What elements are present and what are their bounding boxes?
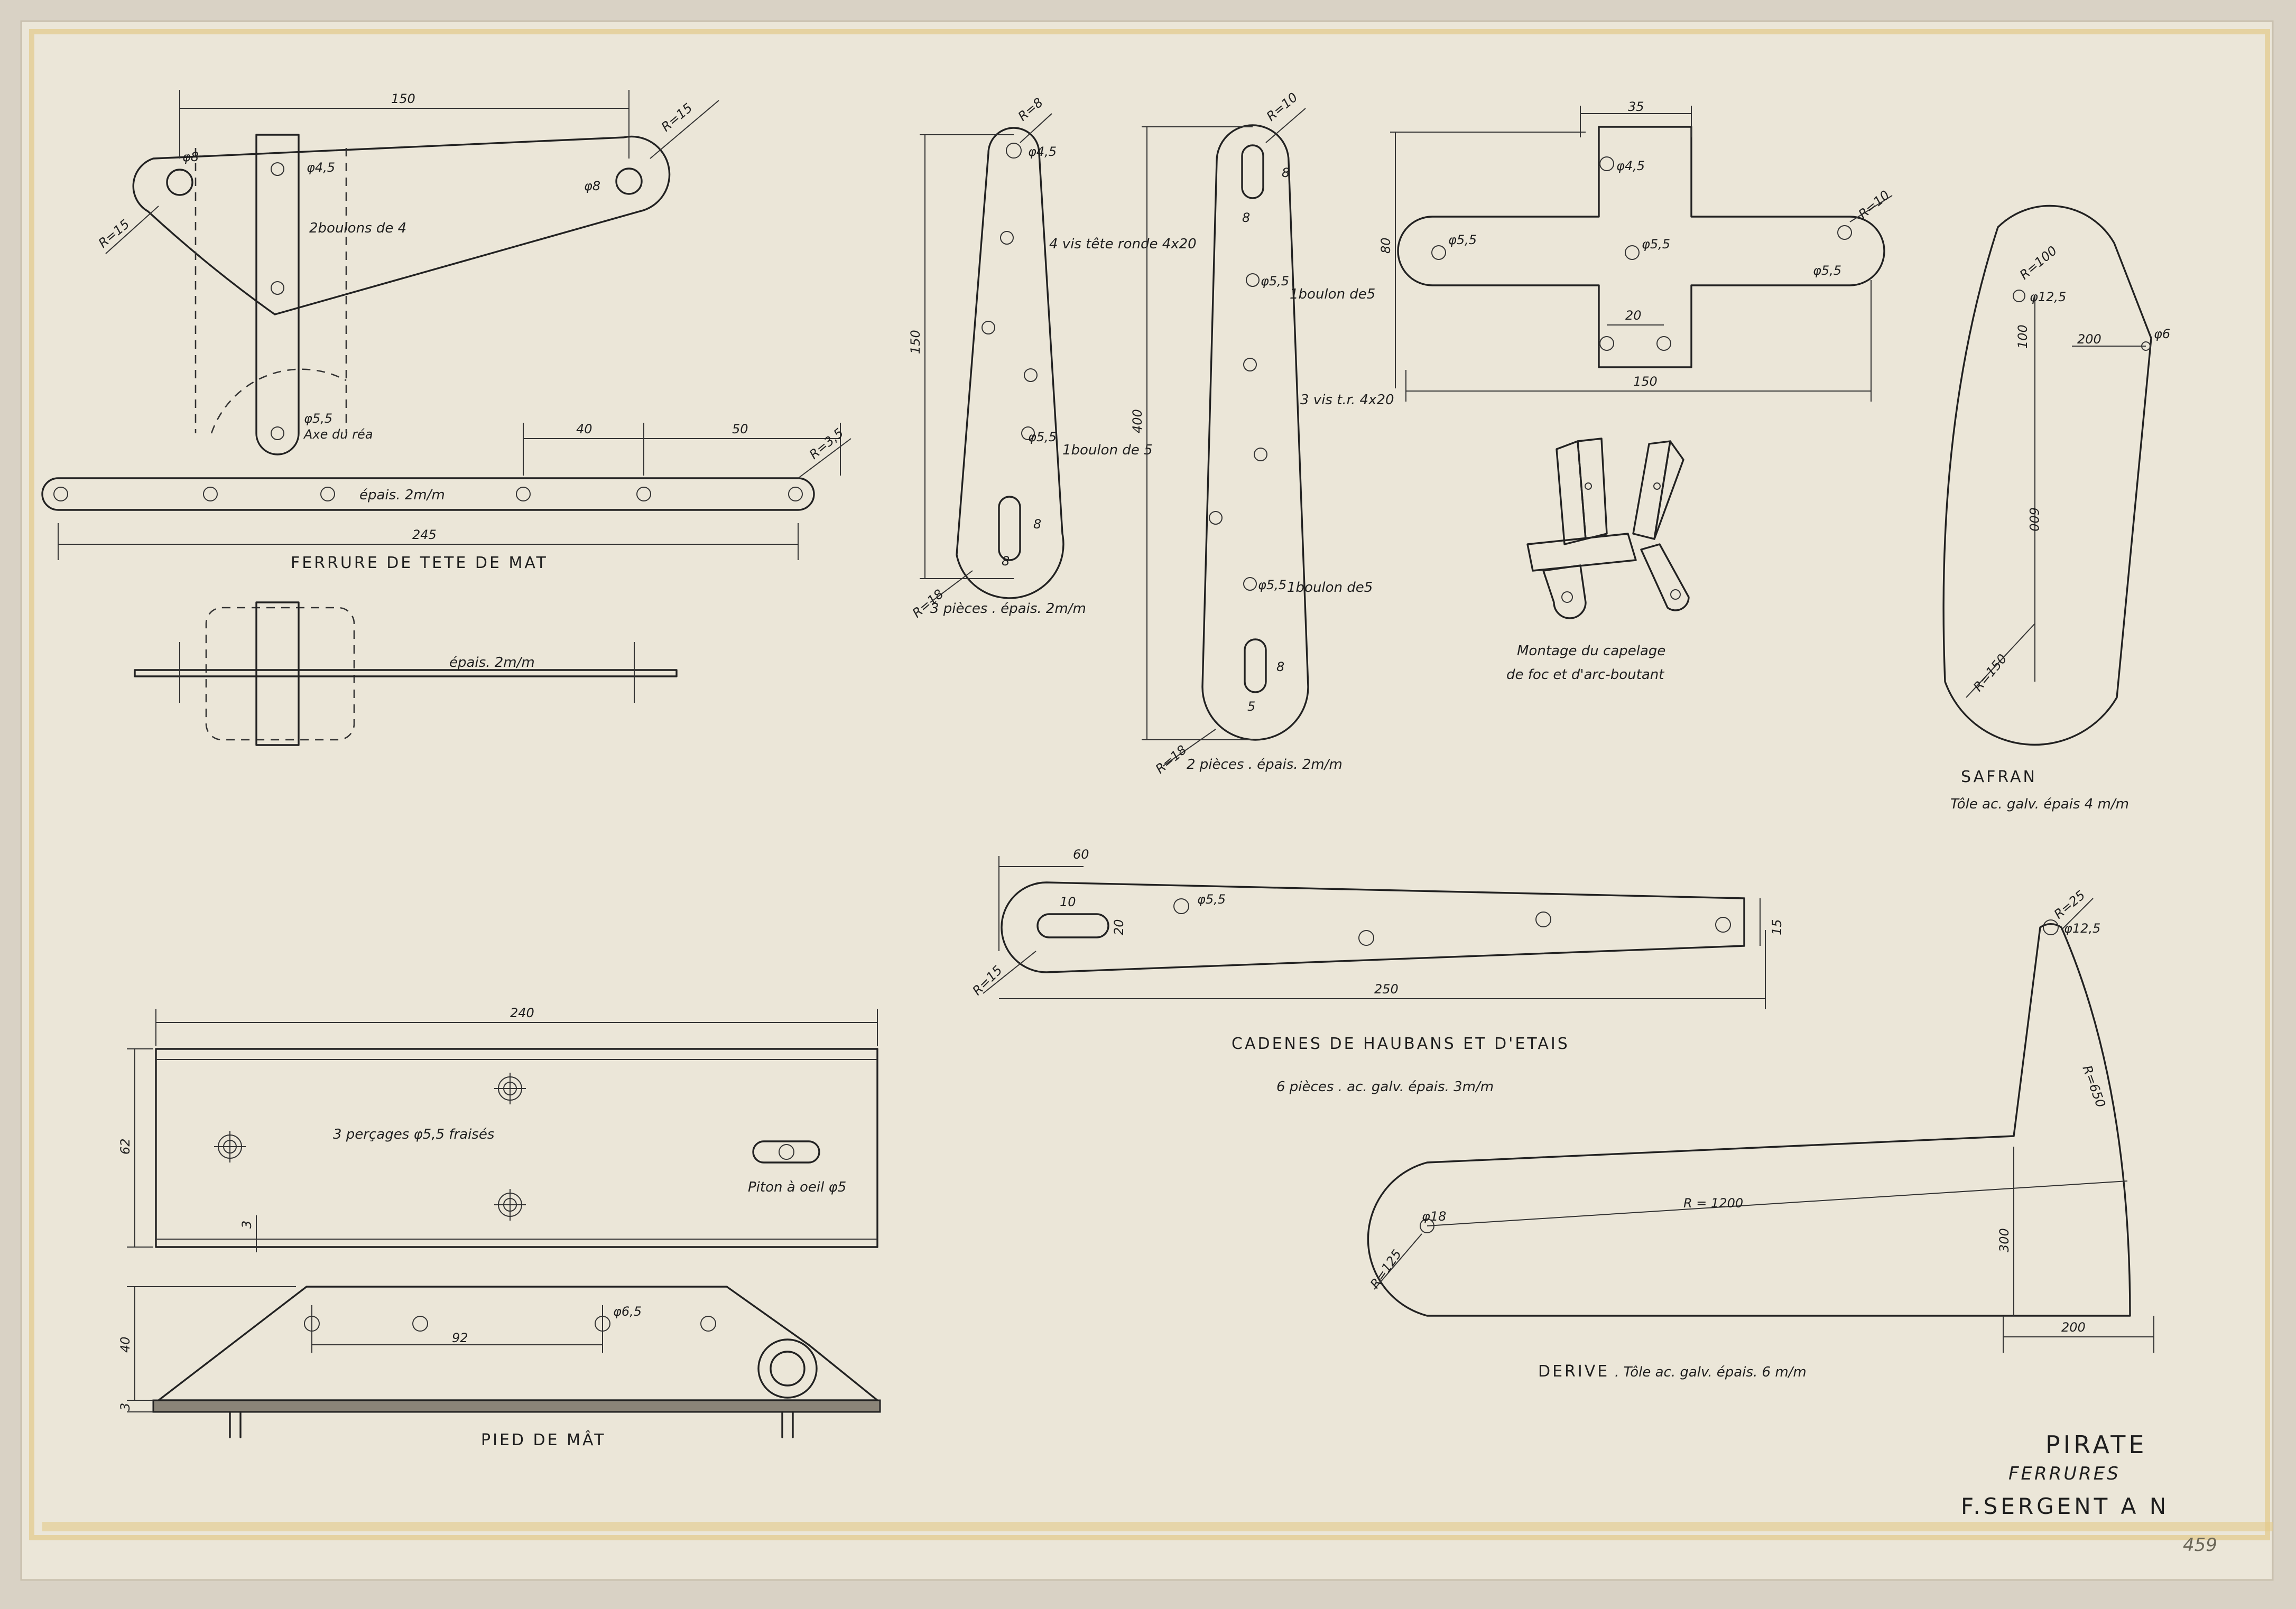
chainplate-end: 15 bbox=[1770, 919, 1784, 935]
derive-subcaption: . Tôle ac. galv. épais. 6 m/m bbox=[1615, 1364, 1807, 1380]
derive-hole-left: φ18 bbox=[1422, 1209, 1446, 1224]
mast-foot-base-thickness: 3 bbox=[118, 1403, 133, 1411]
derive-caption: DERIVE bbox=[1538, 1362, 1609, 1381]
chainplate bbox=[983, 856, 1766, 1009]
strap1-pieces: 3 pièces . épais. 2m/m bbox=[930, 601, 1086, 617]
derive-radius-big: R = 1200 bbox=[1683, 1196, 1743, 1211]
assembly-caption-1: Montage du capelage bbox=[1517, 643, 1665, 659]
mast-foot-base-plate bbox=[152, 1399, 881, 1413]
strap1-bolt: 1boulon de 5 bbox=[1062, 442, 1153, 458]
cross-fitting bbox=[1390, 106, 1893, 402]
masthead-hole-c: φ8 bbox=[584, 179, 600, 193]
masthead-bar-thickness: épais. 2m/m bbox=[359, 487, 445, 503]
masthead-hole-b: φ4,5 bbox=[307, 160, 335, 175]
title-block: PIRATE FERRURES F.SERGENT A N 459 bbox=[1961, 1430, 2217, 1556]
strap1-height: 150 bbox=[908, 330, 923, 354]
chainplate-length: 250 bbox=[1374, 982, 1399, 997]
strap2-slot-top: 8 bbox=[1282, 165, 1290, 180]
safran-offset: 100 bbox=[2015, 324, 2030, 349]
strap1-hole-bottom: φ5,5 bbox=[1028, 430, 1057, 444]
masthead-fitting bbox=[41, 90, 851, 560]
chainplate-caption: CADENES DE HAUBANS ET D'ETAIS bbox=[1232, 1035, 1570, 1053]
strap2-pitch: 8 bbox=[1242, 210, 1250, 225]
masthead-side-thickness: épais. 2m/m bbox=[449, 655, 535, 671]
masthead-side-view bbox=[134, 601, 678, 746]
paper-edge-tape bbox=[29, 29, 2270, 1540]
strap2-screws: 3 vis t.r. 4x20 bbox=[1300, 392, 1394, 408]
strap2-width: 5 bbox=[1247, 699, 1255, 714]
mast-foot-caption: PIED DE MÂT bbox=[481, 1430, 606, 1449]
mast-foot-base-height: 40 bbox=[118, 1336, 133, 1353]
designer-name: F.SERGENT A N bbox=[1961, 1493, 2169, 1519]
strap-1 bbox=[920, 113, 1064, 603]
strap2-hole-a: φ5,5 bbox=[1261, 274, 1289, 289]
safran-width: 200 bbox=[2077, 332, 2101, 347]
cross-hole-left: φ5,5 bbox=[1448, 232, 1477, 247]
chainplate-subcaption: 6 pièces . ac. galv. épais. 3m/m bbox=[1276, 1079, 1494, 1095]
mast-foot bbox=[127, 1009, 881, 1438]
masthead-caption: FERRURE DE TETE DE MAT bbox=[291, 554, 548, 572]
masthead-spacing-b: 50 bbox=[732, 422, 748, 436]
masthead-axis-hole: φ5,5 bbox=[304, 411, 332, 426]
rudder-safran bbox=[1942, 204, 2152, 746]
safran-hole: φ12,5 bbox=[2030, 290, 2066, 304]
mast-foot-height: 62 bbox=[118, 1138, 133, 1155]
mast-foot-eye-note: Piton à oeil φ5 bbox=[748, 1179, 846, 1195]
safran-caption: SAFRAN bbox=[1961, 768, 2037, 786]
safran-height: 600 bbox=[2026, 507, 2041, 532]
masthead-hole-a: φ8 bbox=[182, 150, 199, 164]
chainplate-slot-h: 20 bbox=[1112, 919, 1126, 935]
masthead-axis-label: Axe du réa bbox=[303, 427, 373, 442]
mast-foot-holes-note: 3 perçages φ5,5 fraisés bbox=[333, 1127, 494, 1142]
masthead-bolts: 2boulons de 4 bbox=[309, 220, 406, 236]
derive-width: 200 bbox=[2061, 1320, 2086, 1335]
mast-foot-edge: 3 bbox=[239, 1221, 254, 1229]
cross-hole-center: φ5,5 bbox=[1642, 237, 1670, 252]
mast-foot-length: 240 bbox=[510, 1006, 534, 1020]
strap-2 bbox=[1142, 108, 1309, 767]
cross-dim-top: 35 bbox=[1628, 99, 1644, 114]
cross-hole-top: φ4,5 bbox=[1616, 159, 1645, 173]
project-title: PIRATE bbox=[2045, 1430, 2147, 1459]
bottom-tape bbox=[42, 1522, 2273, 1531]
centerboard-derive bbox=[1367, 898, 2154, 1353]
assembly-sketch bbox=[1526, 438, 1690, 619]
chainplate-hole: φ5,5 bbox=[1197, 892, 1226, 907]
strap2-bolt-b: 1boulon de5 bbox=[1287, 580, 1373, 596]
mast-foot-spacing: 92 bbox=[452, 1331, 468, 1345]
strap2-height: 400 bbox=[1130, 409, 1145, 433]
assembly-caption-2: de foc et d'arc-boutant bbox=[1506, 667, 1664, 683]
mast-foot-hole: φ6,5 bbox=[613, 1304, 642, 1319]
safran-pin: φ6 bbox=[2154, 327, 2170, 341]
strap2-bolt-a: 1boulon de5 bbox=[1290, 286, 1375, 302]
strap1-width: 8 bbox=[1002, 554, 1010, 569]
strap2-slot-bottom: 8 bbox=[1276, 659, 1284, 674]
strap2-hole-b: φ5,5 bbox=[1258, 578, 1286, 592]
cross-length: 150 bbox=[1633, 374, 1658, 389]
masthead-length: 245 bbox=[412, 527, 437, 542]
cross-inner: 20 bbox=[1625, 308, 1642, 323]
masthead-dim-top: 150 bbox=[391, 91, 415, 106]
safran-subcaption: Tôle ac. galv. épais 4 m/m bbox=[1950, 796, 2129, 812]
derive-hole-top: φ12,5 bbox=[2064, 921, 2100, 936]
drawing-subject: FERRURES bbox=[2008, 1463, 2121, 1484]
strap1-hole-top: φ4,5 bbox=[1028, 144, 1057, 159]
chainplate-slot-len: 10 bbox=[1060, 895, 1076, 909]
masthead-spacing-a: 40 bbox=[576, 422, 592, 436]
chainplate-offset: 60 bbox=[1073, 847, 1089, 862]
cross-hole-right: φ5,5 bbox=[1813, 263, 1841, 278]
cross-height: 80 bbox=[1378, 237, 1393, 254]
strap1-screws: 4 vis tête ronde 4x20 bbox=[1049, 236, 1197, 252]
sheet-number: 459 bbox=[2183, 1534, 2217, 1556]
strap2-pieces: 2 pièces . épais. 2m/m bbox=[1187, 757, 1343, 773]
strap1-slot: 8 bbox=[1033, 517, 1041, 532]
derive-height: 300 bbox=[1997, 1228, 2012, 1252]
